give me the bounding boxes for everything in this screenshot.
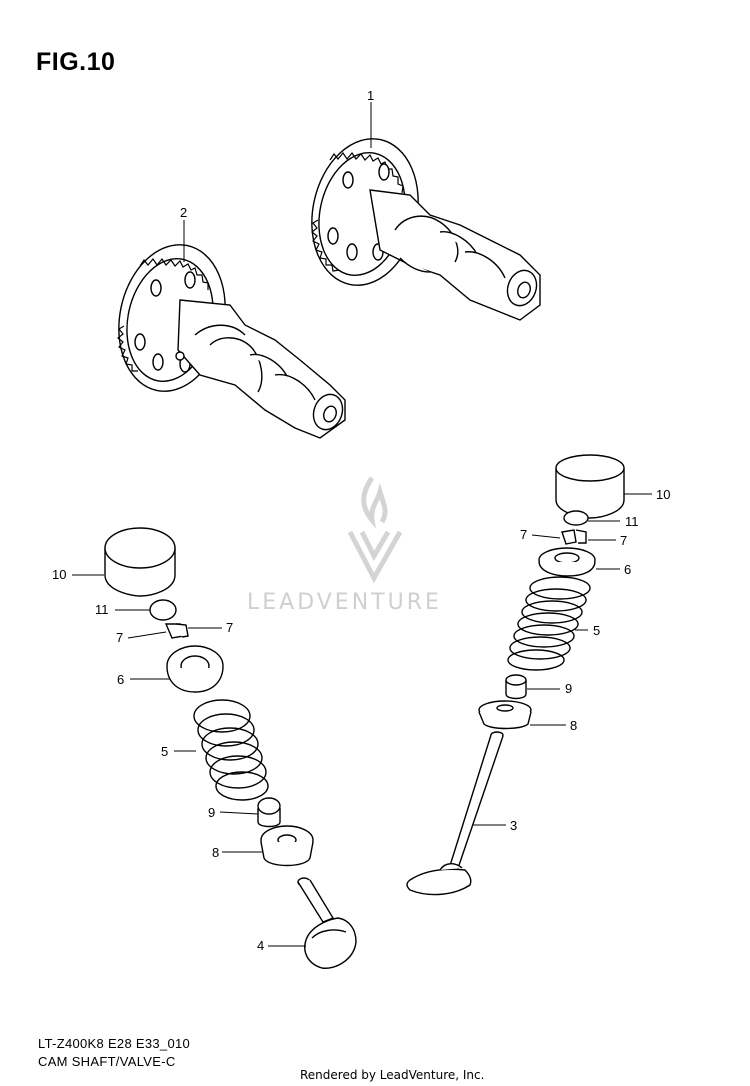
callout-7-right-b: 7 xyxy=(620,533,627,548)
shim-left xyxy=(149,599,177,621)
render-credit: Rendered by LeadVenture, Inc. xyxy=(300,1068,485,1082)
stem-seal-left xyxy=(257,797,281,828)
callout-11-left: 11 xyxy=(95,602,109,617)
valve-spring-left xyxy=(193,699,269,801)
camshaft-1 xyxy=(311,138,541,321)
callout-2: 2 xyxy=(180,205,187,220)
flame-v-logo-icon xyxy=(347,476,403,584)
callout-6-right: 6 xyxy=(624,562,631,577)
stem-seal-right xyxy=(505,674,527,700)
callout-10-left: 10 xyxy=(52,567,66,582)
callout-7-left-a: 7 xyxy=(116,630,123,645)
spring-seat-right xyxy=(478,700,532,730)
valve-4 xyxy=(297,877,357,969)
cotter-left xyxy=(164,623,189,639)
callouts: 1 2 10 11 7 7 6 5 9 8 4 10 11 7 7 6 5 9 … xyxy=(52,88,670,953)
callout-1: 1 xyxy=(367,88,374,103)
tappet-right xyxy=(555,454,625,519)
model-code: LT-Z400K8 E28 E33_010 xyxy=(38,1036,191,1051)
callout-8-left: 8 xyxy=(212,845,219,860)
callout-3: 3 xyxy=(510,818,517,833)
valve-spring-right xyxy=(507,576,591,671)
callout-7-left-b: 7 xyxy=(226,620,233,635)
callout-8-right: 8 xyxy=(570,718,577,733)
callout-5-left: 5 xyxy=(161,744,168,759)
callout-9-right: 9 xyxy=(565,681,572,696)
figure-title: FIG.10 xyxy=(36,48,116,76)
leader-lines xyxy=(72,102,652,947)
callout-5-right: 5 xyxy=(593,623,600,638)
camshaft-2 xyxy=(117,244,346,439)
callout-11-right: 11 xyxy=(625,514,639,529)
callout-4: 4 xyxy=(257,938,264,953)
callout-7-right-a: 7 xyxy=(520,527,527,542)
watermark-text: LEADVENTURE xyxy=(247,590,442,615)
callout-6-left: 6 xyxy=(117,672,124,687)
valve-3 xyxy=(406,731,504,896)
spring-seat-left xyxy=(260,825,314,867)
callout-9-left: 9 xyxy=(208,805,215,820)
retainer-left xyxy=(166,645,224,693)
shim-right xyxy=(563,510,589,526)
callout-10-right: 10 xyxy=(656,487,670,502)
left-valve-assembly xyxy=(104,527,357,969)
right-valve-assembly xyxy=(406,454,625,896)
cotter-right xyxy=(561,529,587,545)
tappet-left xyxy=(104,527,176,597)
retainer-right xyxy=(538,547,596,577)
section-name: CAM SHAFT/VALVE-C xyxy=(38,1054,176,1069)
